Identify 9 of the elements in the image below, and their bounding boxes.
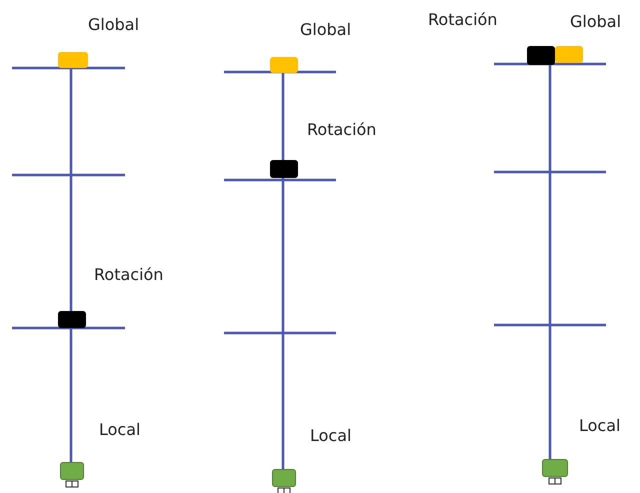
frame-label: Rotación	[94, 265, 164, 284]
frame-label: Local	[579, 416, 620, 435]
frame-label: Local	[310, 426, 352, 445]
frame-label: Rotación	[307, 120, 376, 139]
frame-label: Global	[300, 20, 352, 39]
frame-label: Global	[570, 12, 622, 31]
frame-label: Local	[99, 420, 140, 439]
frame-label: Rotación	[428, 10, 498, 29]
frame-label: Global	[88, 15, 140, 34]
